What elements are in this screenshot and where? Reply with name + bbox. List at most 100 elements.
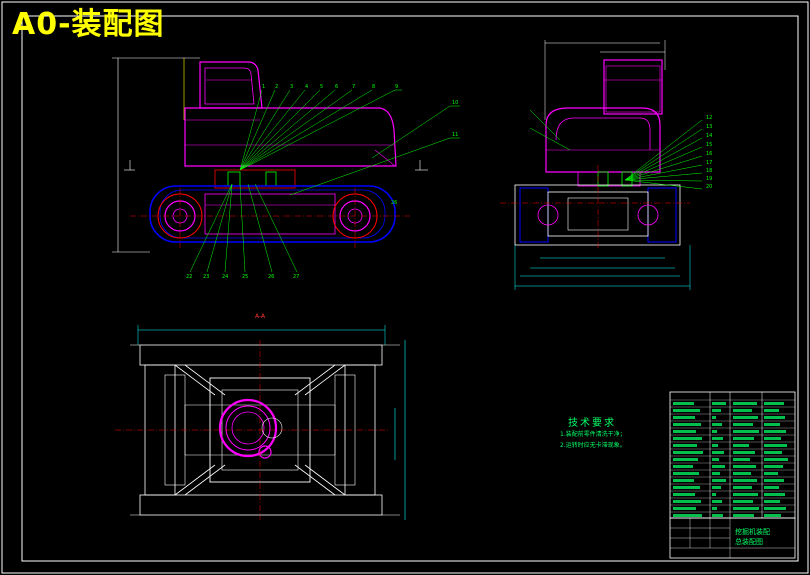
side-view: 26	[112, 57, 460, 273]
parts-list-cell-text	[712, 500, 722, 503]
parts-list-cell-text	[764, 493, 785, 496]
parts-list-cell-text	[764, 500, 780, 503]
parts-list-cell-text	[764, 458, 788, 461]
parts-list-cell-text	[733, 500, 753, 503]
parts-list-cell-text	[712, 514, 723, 517]
parts-list-cell-text	[673, 416, 695, 419]
parts-list-cell-text	[733, 430, 759, 433]
parts-list-cell-text	[712, 458, 719, 461]
inner-border	[21, 15, 799, 562]
parts-list-cell-text	[733, 437, 754, 440]
callout-side-9: 9	[395, 84, 398, 90]
callout-end-20: 20	[706, 184, 712, 190]
tech-line-1: 1.装配前零件清洗干净；	[560, 431, 626, 438]
callout-bottom-24: 24	[222, 274, 228, 280]
parts-list-cell-text	[712, 493, 716, 496]
parts-list-cell-text	[673, 479, 694, 482]
parts-list-cell-text	[764, 409, 779, 412]
parts-list-cell-text	[733, 402, 757, 405]
parts-list-cell-text	[733, 444, 749, 447]
parts-list-cell-text	[673, 430, 696, 433]
section-view	[115, 325, 406, 520]
drawing-title: A0-装配图	[12, 7, 165, 42]
parts-list-cell-text	[673, 514, 702, 517]
parts-list-cell-text	[673, 472, 699, 475]
parts-list-cell-text	[733, 493, 758, 496]
technical-requirements: 技术要求 1.装配前零件清洗干净； 2.运转时应无卡滞现象。	[560, 418, 626, 451]
parts-list-cell-text	[673, 451, 703, 454]
callout-end-19: 19	[706, 176, 712, 182]
parts-list-cell-text	[673, 465, 693, 468]
parts-list-cell-text	[733, 514, 754, 517]
parts-list-cell-text	[712, 444, 718, 447]
callout-bottom-25: 25	[242, 274, 248, 280]
parts-list-cell-text	[712, 451, 724, 454]
callout-bottom-27: 27	[293, 274, 299, 280]
parts-list-cell-text	[733, 472, 751, 475]
parts-list-cell-text	[764, 416, 785, 419]
tech-title: 技术要求	[568, 418, 616, 429]
parts-list-cell-text	[712, 423, 722, 426]
callout-side-7: 7	[352, 84, 355, 90]
parts-list-cell-text	[733, 486, 752, 489]
callout-bottom-23: 23	[203, 274, 209, 280]
parts-list-cell-text	[712, 507, 717, 510]
parts-list-cell-text	[712, 430, 717, 433]
parts-list-cell-text	[764, 486, 779, 489]
callout-end-15: 15	[706, 142, 712, 148]
callout-end-16: 16	[706, 151, 712, 157]
parts-list-cell-text	[764, 465, 783, 468]
callout-end-18: 18	[706, 168, 712, 174]
callout-side-10: 10	[452, 100, 458, 106]
parts-list-cell-text	[673, 444, 697, 447]
callout-bottom-26: 26	[268, 274, 274, 280]
callout-side-2: 2	[275, 84, 278, 90]
parts-list-cell-text	[712, 437, 723, 440]
parts-list-cell-text	[733, 465, 756, 468]
callout-side-3: 3	[290, 84, 293, 90]
parts-list-cell-text	[764, 423, 780, 426]
parts-list-cell-text	[673, 409, 700, 412]
parts-list-cell-text	[673, 458, 698, 461]
parts-list-cell-text	[764, 479, 784, 482]
svg-text:26: 26	[391, 200, 397, 206]
parts-list-cell-text	[673, 402, 694, 405]
parts-list-cell-text	[764, 472, 778, 475]
parts-list-cell-text	[712, 472, 720, 475]
title-block	[669, 391, 796, 559]
callout-side-6: 6	[335, 84, 338, 90]
parts-list-cell-text	[673, 500, 701, 503]
parts-list-cell-text	[712, 416, 716, 419]
callout-bottom-22: 22	[186, 274, 192, 280]
end-view	[500, 40, 703, 290]
parts-list-cell-text	[764, 514, 781, 517]
callout-side-4: 4	[305, 84, 308, 90]
title-block-name-2: 总装配图	[735, 538, 763, 546]
parts-list-cell-text	[712, 479, 726, 482]
parts-list-cell-text	[712, 409, 721, 412]
callout-end-14: 14	[706, 133, 712, 139]
parts-list-cell-text	[733, 479, 757, 482]
parts-list-cell-text	[764, 430, 786, 433]
parts-list-cell-text	[733, 451, 755, 454]
callout-side-8: 8	[372, 84, 375, 90]
callout-side-11: 11	[452, 132, 458, 138]
parts-list-cell-text	[673, 507, 696, 510]
parts-list-cell-text	[733, 458, 750, 461]
callout-end-17: 17	[706, 160, 712, 166]
section-label: A-A	[255, 313, 266, 320]
parts-list-cell-text	[673, 437, 702, 440]
parts-list-cell-text	[764, 402, 784, 405]
parts-list-cell-text	[712, 402, 726, 405]
callout-side-1: 1	[262, 84, 265, 90]
parts-list-cell-text	[733, 409, 752, 412]
tech-line-2: 2.运转时应无卡滞现象。	[560, 442, 626, 449]
parts-list-cell-text	[673, 486, 700, 489]
parts-list-cell-text	[764, 437, 781, 440]
parts-list-cell-text	[764, 507, 786, 510]
parts-list-cell-text	[733, 423, 753, 426]
callout-side-5: 5	[320, 84, 323, 90]
